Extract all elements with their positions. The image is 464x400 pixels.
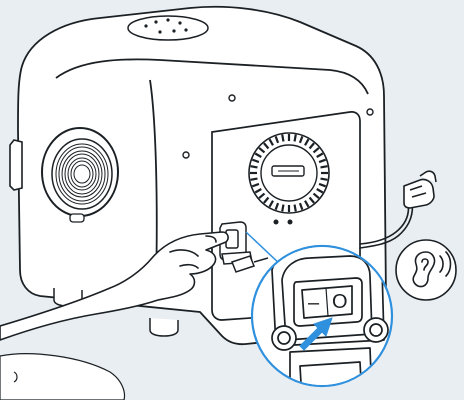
switch-on-symbol: – [308, 292, 320, 314]
ear-sound-icon [396, 240, 456, 300]
switch-zoom-callout: – O [252, 244, 392, 400]
switch-off-symbol: O [332, 291, 348, 313]
gear-tooth [251, 179, 258, 180]
gear-tooth [295, 205, 296, 212]
top-vent [128, 16, 208, 40]
side-handle [10, 140, 22, 190]
next-step-bubble [0, 354, 124, 400]
power-plug [404, 171, 436, 208]
gear-tooth [321, 179, 328, 180]
gear-tooth [282, 135, 283, 142]
gear-tooth [251, 166, 258, 167]
gear-tooth [282, 205, 283, 212]
gear-tooth [295, 135, 296, 142]
gear-tooth [321, 166, 328, 167]
